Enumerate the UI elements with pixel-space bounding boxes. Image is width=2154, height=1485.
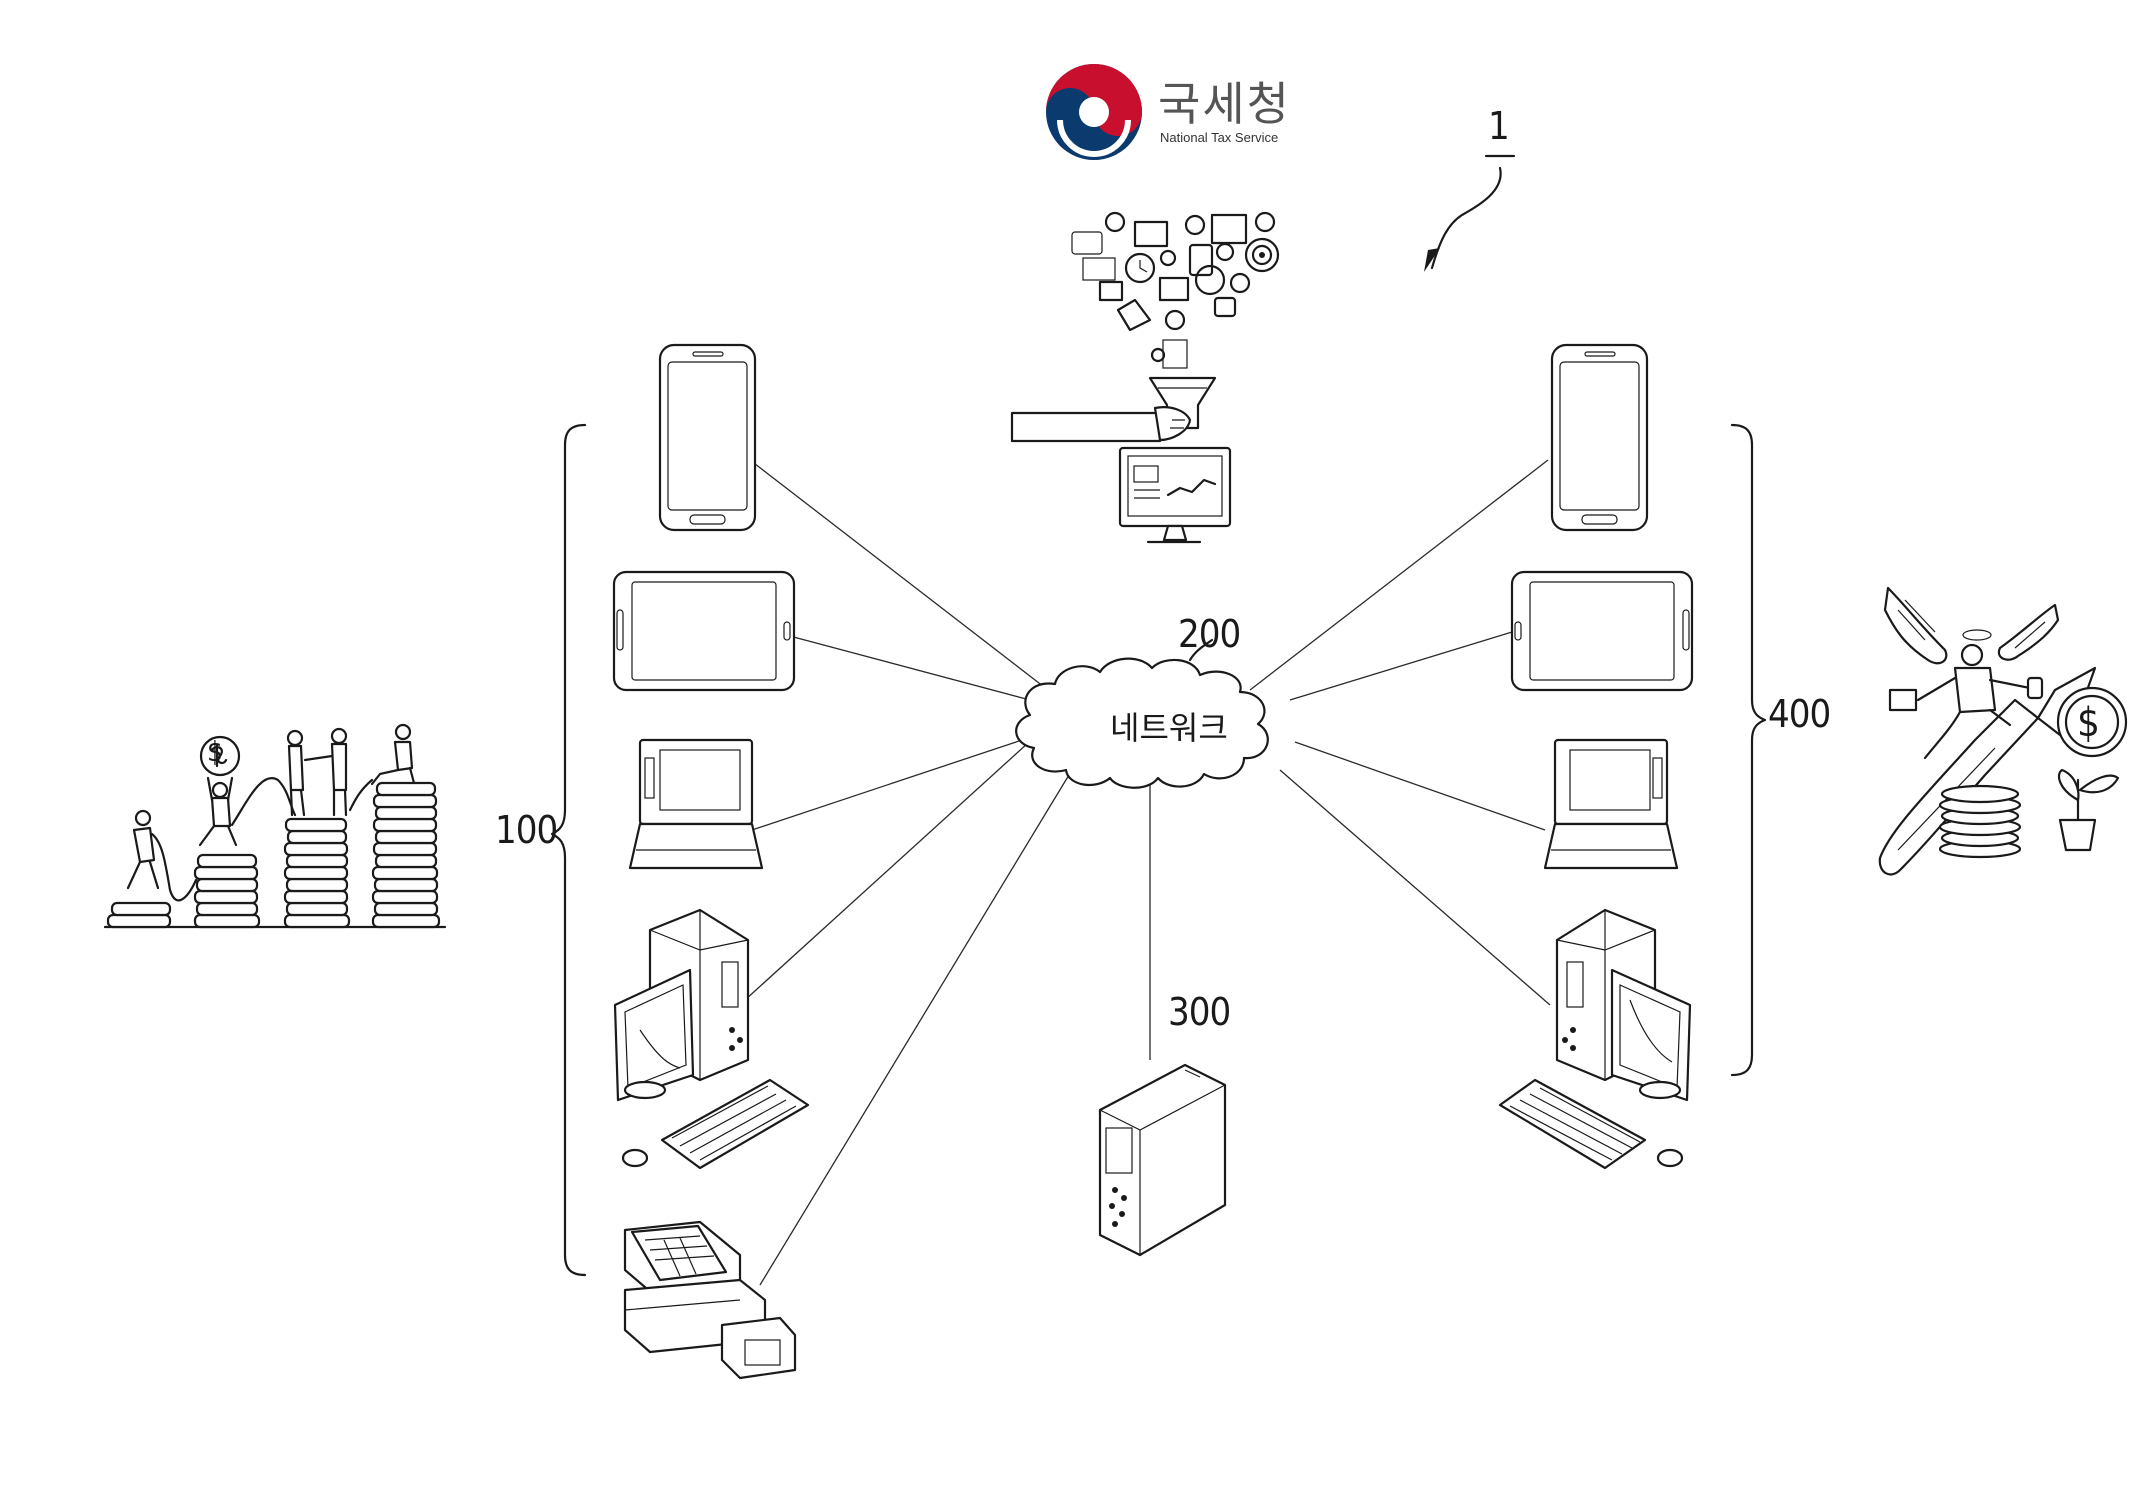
- agent-tablet: [1510, 570, 1694, 692]
- dollar-glyph-right: $: [2077, 700, 2100, 746]
- tax-server: [1098, 1063, 1227, 1257]
- wing-left: [1883, 586, 1948, 665]
- coin-stack-illustration: [103, 723, 447, 929]
- coin-pile: [1938, 784, 2022, 859]
- agent-smartphone: [1550, 343, 1649, 532]
- user-laptop: [628, 738, 764, 870]
- data-funnel: [1010, 376, 1217, 443]
- nts-logo-korean: 국세청: [1158, 77, 1291, 131]
- bigdata-illustration: [1010, 211, 1280, 544]
- coin-stack-2: [193, 853, 261, 929]
- plant-pot: [2057, 768, 2120, 852]
- dollar-glyph-left: $: [207, 735, 223, 768]
- label-users: 100: [495, 808, 558, 852]
- label-network: 200: [1178, 612, 1241, 656]
- coin-stack-4: [371, 781, 441, 929]
- agent-laptop: [1543, 738, 1679, 870]
- label-server: 300: [1168, 990, 1231, 1034]
- nts-logo-english: National Tax Service: [1160, 130, 1279, 145]
- flying-figure: [1888, 629, 2044, 760]
- wing-right: [1997, 603, 2060, 661]
- user-desktop-pc: [613, 908, 810, 1170]
- tax-savings-illustration: [1878, 586, 2128, 876]
- data-icons-cloud: [1071, 211, 1280, 369]
- dollar-coin-icon: [2056, 686, 2128, 758]
- nts-logo-emblem: [1046, 64, 1142, 160]
- connection-lines: [744, 459, 1551, 1286]
- users-bracket: [550, 423, 587, 1277]
- coin-stack-3: [283, 817, 351, 929]
- system-arrow: [1424, 154, 1516, 272]
- user-smartphone: [658, 343, 757, 532]
- coin-stack-1: [106, 901, 172, 929]
- climbing-people: [126, 723, 416, 902]
- user-tablet: [612, 570, 796, 692]
- analytics-monitor: [1118, 446, 1232, 544]
- network-cloud-label: 네트워크: [1110, 709, 1228, 747]
- user-pos-terminal: [623, 1220, 797, 1380]
- network-cloud: [1015, 638, 1269, 789]
- label-system: 1: [1488, 104, 1510, 148]
- agents-bracket: [1730, 423, 1767, 1077]
- label-tax-agents: 400: [1768, 692, 1831, 736]
- agent-desktop-pc: [1498, 908, 1692, 1170]
